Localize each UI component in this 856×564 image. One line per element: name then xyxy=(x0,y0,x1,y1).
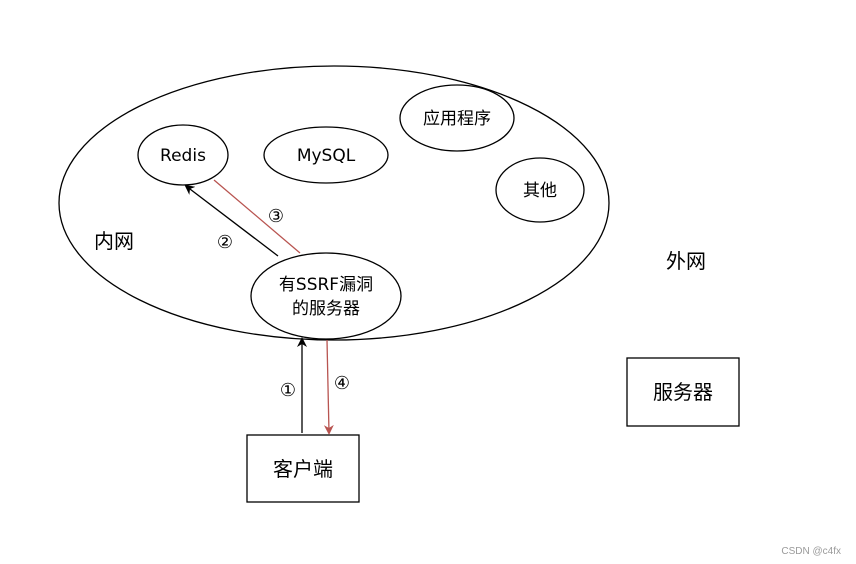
watermark: CSDN @c4fx xyxy=(781,546,841,557)
ssrf-server-node xyxy=(250,252,402,340)
other-label: 其他 xyxy=(523,181,557,201)
step1-label: ① xyxy=(280,380,296,401)
step4-label: ④ xyxy=(334,373,350,394)
mysql-label: MySQL xyxy=(297,146,356,166)
external-server-node xyxy=(626,357,740,427)
app-node xyxy=(399,84,515,152)
internet-label: 外网 xyxy=(666,249,706,273)
arrow-server-to-client xyxy=(323,339,334,435)
ssrf-server-label-line1: 有SSRF漏洞 xyxy=(279,275,373,295)
mysql-node xyxy=(263,126,389,184)
ssrf-server-label-line2: 的服务器 xyxy=(292,299,360,319)
step2-label: ② xyxy=(217,232,233,253)
arrow-redis-to-server xyxy=(213,179,301,254)
arrow-server-to-redis xyxy=(184,184,279,257)
step3-label: ③ xyxy=(268,206,284,227)
client-label: 客户端 xyxy=(273,457,333,481)
external-server-label: 服务器 xyxy=(653,380,713,404)
intranet-label: 内网 xyxy=(94,229,134,253)
client-node xyxy=(246,434,360,503)
redis-node xyxy=(137,124,229,186)
intranet-boundary xyxy=(58,65,610,341)
redis-label: Redis xyxy=(160,146,206,166)
other-node xyxy=(495,157,585,223)
app-label: 应用程序 xyxy=(423,109,491,129)
